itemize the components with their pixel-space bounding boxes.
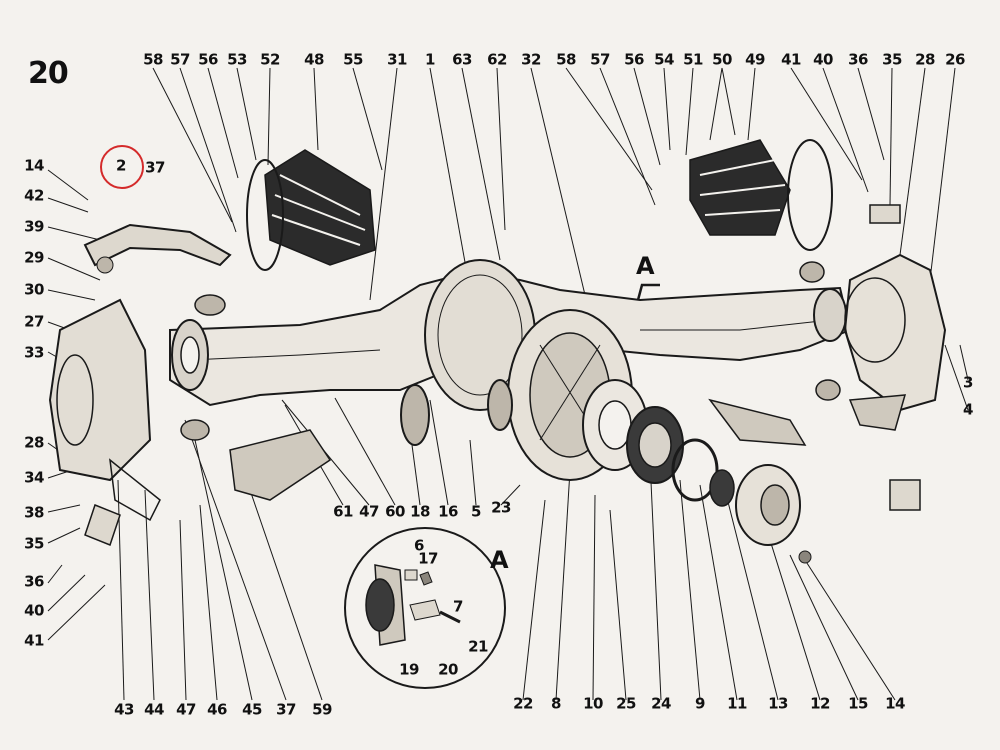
part-label-20: 20 bbox=[438, 660, 458, 679]
part-label-27: 27 bbox=[24, 312, 44, 331]
part-label-5: 5 bbox=[471, 502, 481, 521]
part-label-40: 40 bbox=[24, 601, 44, 620]
part-label-48: 48 bbox=[304, 50, 324, 69]
part-label-41: 41 bbox=[781, 50, 801, 69]
part-label-2: 2 bbox=[116, 156, 126, 175]
part-label-17: 17 bbox=[418, 549, 438, 568]
part-label-31: 31 bbox=[387, 50, 407, 69]
part-label-28: 28 bbox=[24, 433, 44, 452]
part-label-35: 35 bbox=[24, 534, 44, 553]
part-label-12: 12 bbox=[810, 694, 830, 713]
part-label-60: 60 bbox=[385, 502, 405, 521]
part-label-52: 52 bbox=[260, 50, 280, 69]
part-label-8: 8 bbox=[551, 694, 561, 713]
part-label-26: 26 bbox=[945, 50, 965, 69]
part-label-58: 58 bbox=[143, 50, 163, 69]
part-label-57: 57 bbox=[170, 50, 190, 69]
part-label-47: 47 bbox=[176, 700, 196, 719]
part-label-54: 54 bbox=[654, 50, 674, 69]
part-label-3: 3 bbox=[963, 373, 973, 392]
part-label-14: 14 bbox=[885, 694, 905, 713]
left-hub-assembly bbox=[48, 223, 332, 546]
view-arrow-label: A bbox=[636, 252, 655, 280]
part-label-40: 40 bbox=[813, 50, 833, 69]
part-label-30: 30 bbox=[24, 280, 44, 299]
part-label-7: 7 bbox=[453, 597, 463, 616]
part-label-1: 1 bbox=[425, 50, 435, 69]
part-label-49: 49 bbox=[745, 50, 765, 69]
part-label-15: 15 bbox=[848, 694, 868, 713]
part-label-57: 57 bbox=[590, 50, 610, 69]
part-label-44: 44 bbox=[144, 700, 164, 719]
part-label-45: 45 bbox=[242, 700, 262, 719]
part-label-14: 14 bbox=[24, 156, 44, 175]
part-label-47: 47 bbox=[359, 502, 379, 521]
part-label-59: 59 bbox=[312, 700, 332, 719]
part-label-21: 21 bbox=[468, 637, 488, 656]
part-label-56: 56 bbox=[624, 50, 644, 69]
detail-a-callout bbox=[344, 527, 506, 689]
part-label-10: 10 bbox=[583, 694, 603, 713]
part-label-19: 19 bbox=[399, 660, 419, 679]
right-hub-assembly bbox=[708, 204, 947, 511]
part-label-4: 4 bbox=[963, 400, 973, 419]
part-label-38: 38 bbox=[24, 503, 44, 522]
part-label-18: 18 bbox=[410, 502, 430, 521]
part-label-25: 25 bbox=[616, 694, 636, 713]
part-label-13: 13 bbox=[768, 694, 788, 713]
part-label-37: 37 bbox=[276, 700, 296, 719]
left-boot bbox=[246, 149, 376, 271]
part-label-24: 24 bbox=[651, 694, 671, 713]
part-label-36: 36 bbox=[848, 50, 868, 69]
part-label-56: 56 bbox=[198, 50, 218, 69]
axle-housing bbox=[169, 259, 852, 411]
part-label-23: 23 bbox=[491, 498, 511, 517]
part-label-16: 16 bbox=[438, 502, 458, 521]
part-label-34: 34 bbox=[24, 468, 44, 487]
part-label-61: 61 bbox=[333, 502, 353, 521]
part-label-36: 36 bbox=[24, 572, 44, 591]
part-label-41: 41 bbox=[24, 631, 44, 650]
page-number: 20 bbox=[28, 56, 69, 91]
part-label-46: 46 bbox=[207, 700, 227, 719]
part-label-33: 33 bbox=[24, 343, 44, 362]
part-label-51: 51 bbox=[683, 50, 703, 69]
part-label-37: 37 bbox=[145, 158, 165, 177]
part-label-50: 50 bbox=[712, 50, 732, 69]
part-label-6: 6 bbox=[414, 536, 424, 555]
part-label-32: 32 bbox=[521, 50, 541, 69]
part-label-58: 58 bbox=[556, 50, 576, 69]
part-label-35: 35 bbox=[882, 50, 902, 69]
right-boot bbox=[689, 139, 833, 251]
part-label-43: 43 bbox=[114, 700, 134, 719]
part-label-28: 28 bbox=[915, 50, 935, 69]
part-label-11: 11 bbox=[727, 694, 747, 713]
part-label-29: 29 bbox=[24, 248, 44, 267]
part-label-42: 42 bbox=[24, 186, 44, 205]
differential-carrier bbox=[400, 309, 812, 564]
part-label-53: 53 bbox=[227, 50, 247, 69]
part-label-62: 62 bbox=[487, 50, 507, 69]
part-label-9: 9 bbox=[695, 694, 705, 713]
part-label-55: 55 bbox=[343, 50, 363, 69]
part-label-39: 39 bbox=[24, 217, 44, 236]
detail-view-label: A bbox=[490, 546, 509, 574]
part-label-63: 63 bbox=[452, 50, 472, 69]
leader-lines bbox=[47, 67, 969, 701]
part-label-22: 22 bbox=[513, 694, 533, 713]
highlight-circle bbox=[100, 145, 144, 189]
